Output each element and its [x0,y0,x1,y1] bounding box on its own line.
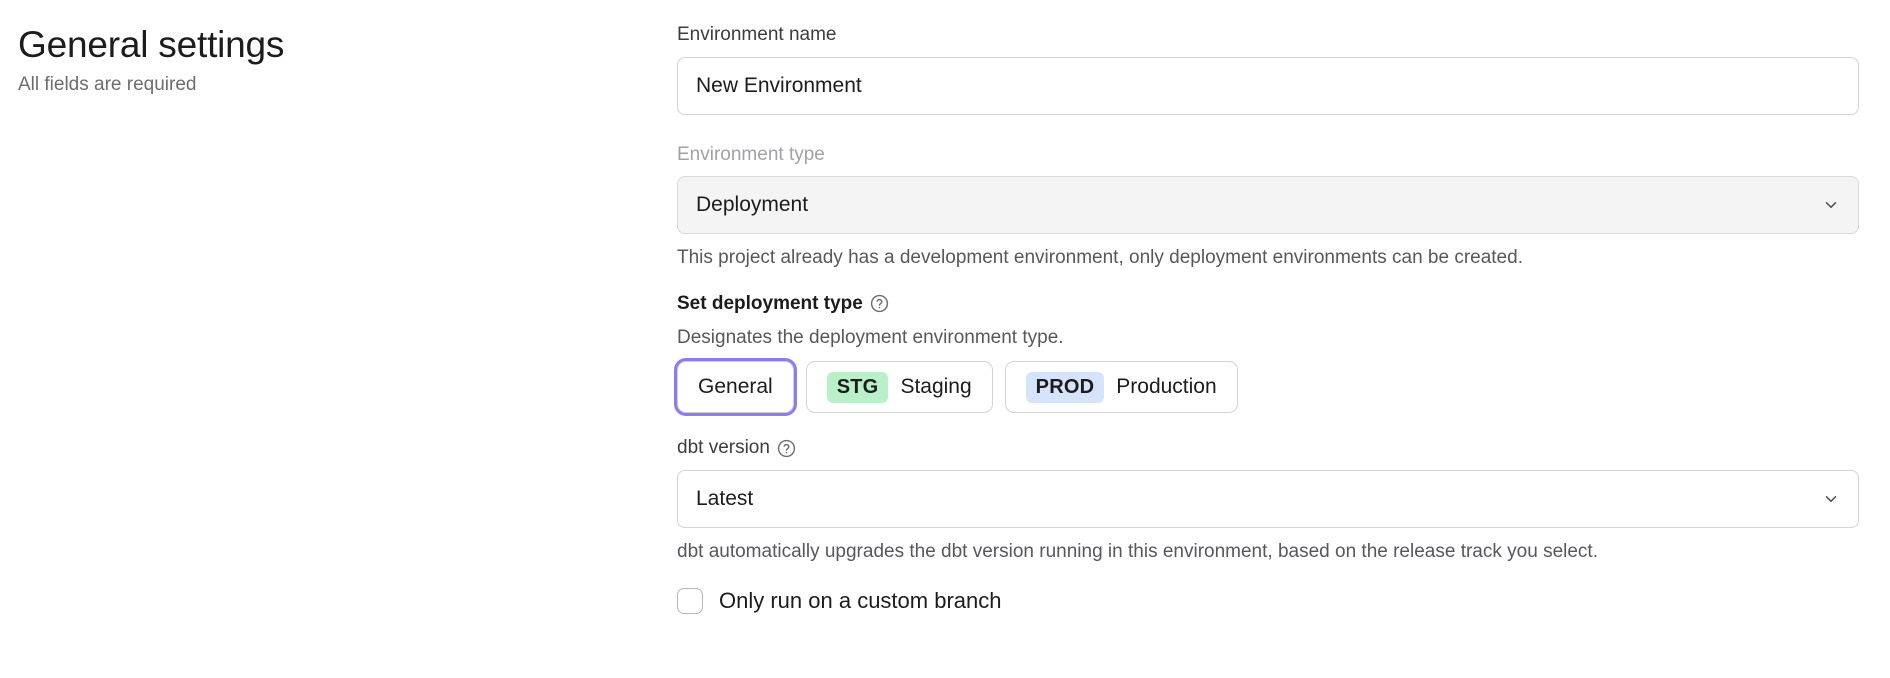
deployment-type-option-staging-label: Staging [900,375,972,399]
deployment-type-options: General STG Staging PROD Production [677,361,1859,414]
settings-header: General settings All fields are required [18,22,638,98]
deployment-type-field: Set deployment type Designates the deplo… [677,291,1859,414]
deployment-type-option-production-label: Production [1116,375,1217,399]
environment-name-label: Environment name [677,24,837,45]
chevron-down-icon [1822,490,1840,508]
dbt-version-field: dbt version Latest dbt automatica [677,435,1859,564]
dbt-version-helper-text: dbt automatically upgrades the dbt versi… [677,540,1598,562]
custom-branch-row: Only run on a custom branch [677,588,1859,615]
staging-badge: STG [826,371,889,403]
deployment-type-label-row: Set deployment type [677,291,1859,317]
page-title: General settings [18,24,285,65]
dbt-version-select[interactable]: Latest [677,469,1859,528]
environment-name-field: Environment name New Environment [677,22,1859,115]
help-circle-icon[interactable] [777,439,796,458]
custom-branch-checkbox[interactable] [677,588,703,615]
dbt-version-label: dbt version [677,437,770,459]
deployment-type-description: Designates the deployment environment ty… [677,326,1064,348]
environment-name-value: New Environment [696,73,862,97]
settings-form: Environment name New Environment Environ… [677,22,1859,615]
help-circle-icon[interactable] [870,294,889,313]
page-subtitle: All fields are required [18,74,197,96]
dbt-version-label-row: dbt version [677,435,1859,461]
deployment-type-option-production[interactable]: PROD Production [1004,361,1238,414]
deployment-type-option-general[interactable]: General [677,361,794,414]
environment-name-input[interactable]: New Environment [677,56,1859,115]
environment-type-value: Deployment [696,193,809,217]
chevron-down-icon [1822,196,1840,214]
environment-type-field: Environment type Deployment This project… [677,142,1859,271]
deployment-type-option-general-label: General [698,375,773,399]
environment-type-helper-text: This project already has a development e… [677,247,1523,269]
environment-type-select[interactable]: Deployment [677,176,1859,235]
deployment-type-option-staging[interactable]: STG Staging [805,361,993,414]
deployment-type-label: Set deployment type [677,292,863,314]
environment-type-label: Environment type [677,143,825,165]
dbt-version-value: Latest [696,486,754,510]
production-badge: PROD [1025,371,1105,403]
custom-branch-label[interactable]: Only run on a custom branch [719,588,1002,614]
